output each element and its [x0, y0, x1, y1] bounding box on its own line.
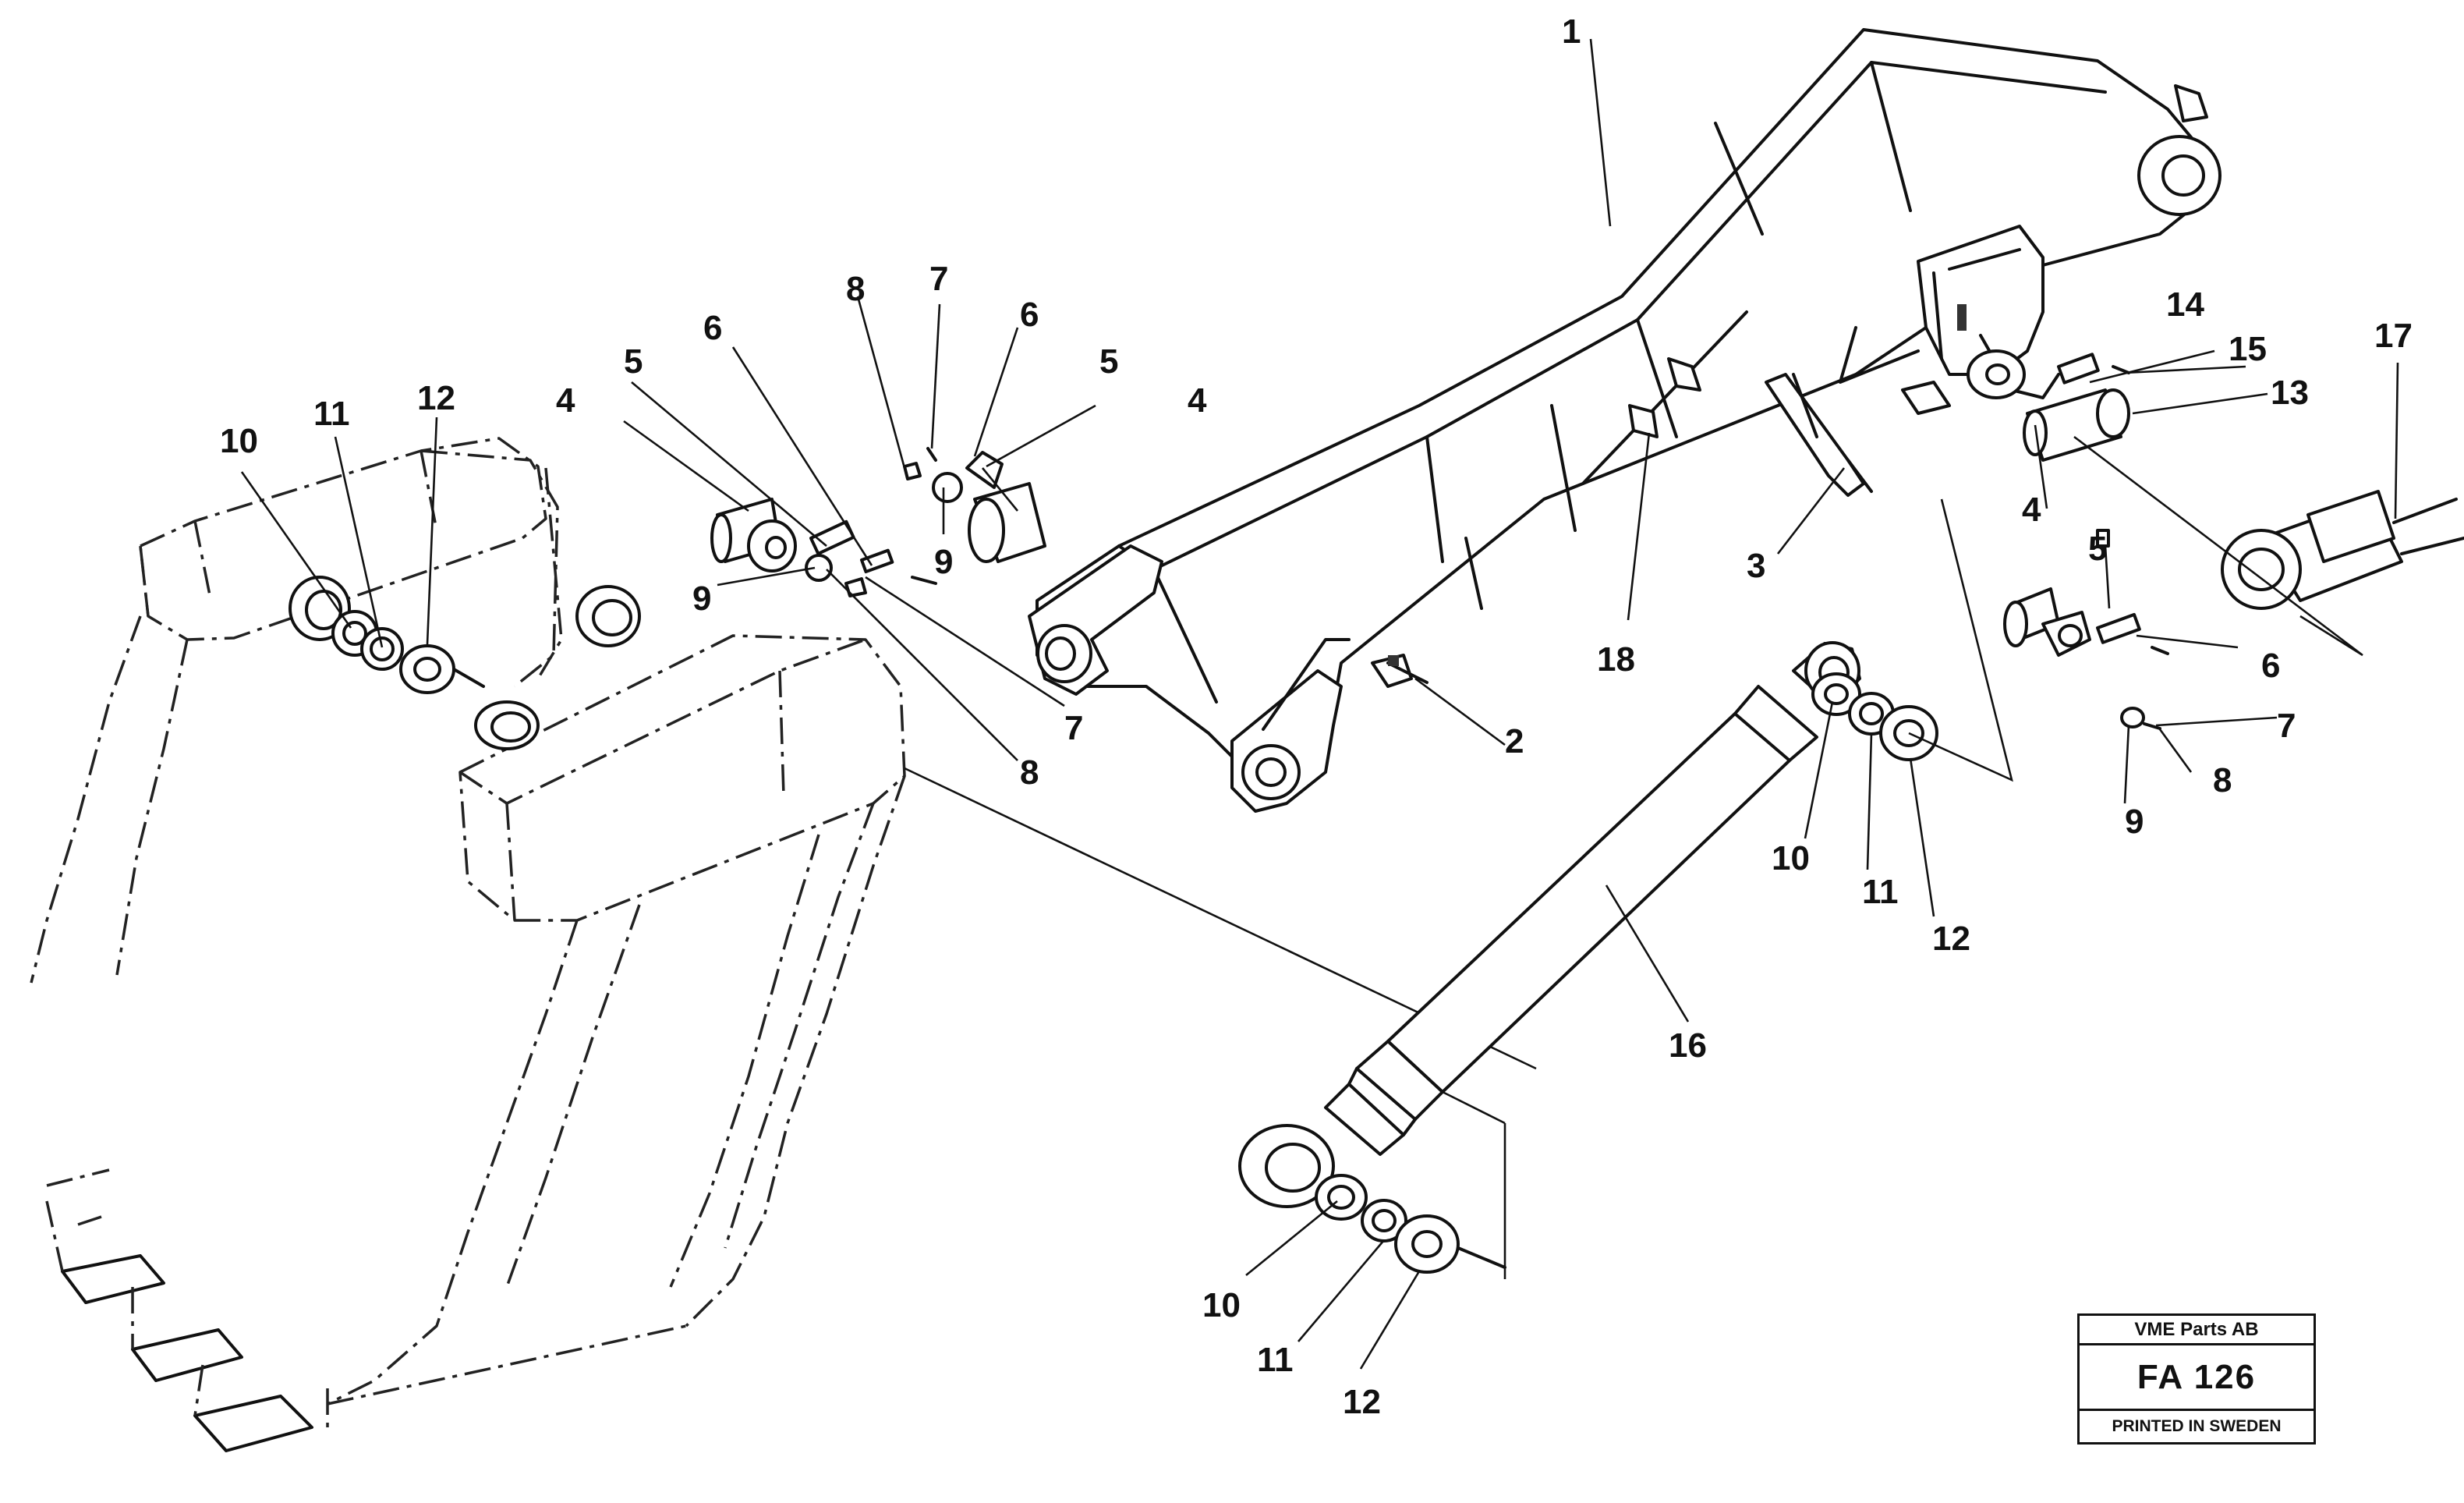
pin-set-upper [710, 498, 937, 597]
callout-5b: 5 [1099, 342, 1118, 381]
callout-8c: 8 [2213, 761, 2232, 799]
callout-14: 14 [2166, 285, 2204, 324]
callout-12a: 12 [417, 379, 455, 417]
pin-set-right [2003, 529, 2169, 730]
callout-7b: 7 [1064, 709, 1083, 747]
callout-18: 18 [1597, 640, 1635, 679]
callout-8b: 8 [1020, 753, 1039, 792]
arm-structure [1028, 28, 2221, 813]
callout-7c: 7 [2277, 707, 2296, 745]
title-block-company: VME Parts AB [2080, 1316, 2314, 1345]
title-block-note: PRINTED IN SWEDEN [2112, 1417, 2282, 1435]
callout-10b: 10 [1772, 839, 1810, 877]
callout-6c: 6 [2261, 647, 2280, 685]
callout-9b: 9 [934, 543, 953, 581]
callout-10c: 10 [1202, 1286, 1241, 1324]
callout-1: 1 [1562, 12, 1581, 51]
callout-9a: 9 [692, 580, 711, 618]
pin-set-rear [2023, 353, 2464, 657]
callout-15: 15 [2229, 330, 2267, 368]
callout-7a: 7 [929, 260, 948, 298]
callout-16: 16 [1669, 1026, 1707, 1065]
callout-labels: 1 2 3 4 4 4 5 5 5 6 6 6 7 7 7 8 8 8 9 9 … [220, 12, 2413, 1421]
leader-lines [240, 38, 2399, 1370]
callout-6a: 6 [703, 309, 722, 347]
callout-9c: 9 [2125, 803, 2144, 841]
callout-10a: 10 [220, 422, 258, 460]
callout-11a: 11 [313, 395, 350, 433]
bucket-phantom [30, 437, 1537, 1452]
callout-12b: 12 [1932, 920, 1970, 958]
callout-2: 2 [1505, 722, 1524, 760]
hydraulic-cylinder [1238, 498, 2013, 1279]
callout-13: 13 [2271, 374, 2309, 412]
callout-11b: 11 [1862, 873, 1899, 911]
callout-8a: 8 [846, 270, 865, 308]
pin-set-middle [903, 447, 1046, 563]
callout-4c: 4 [2022, 491, 2041, 529]
callout-11c: 11 [1257, 1341, 1294, 1379]
callout-12c: 12 [1343, 1383, 1381, 1421]
callout-5c: 5 [2088, 530, 2107, 568]
callout-3: 3 [1747, 547, 1765, 585]
title-block: VME Parts AB FA 126 PRINTED IN SWEDEN [2077, 1313, 2316, 1445]
title-block-code: FA 126 [2080, 1345, 2314, 1411]
callout-17: 17 [2374, 317, 2413, 355]
callout-5a: 5 [624, 342, 643, 381]
callout-4b: 4 [1188, 381, 1207, 420]
callout-4a: 4 [556, 381, 575, 420]
callout-6b: 6 [1020, 296, 1039, 334]
